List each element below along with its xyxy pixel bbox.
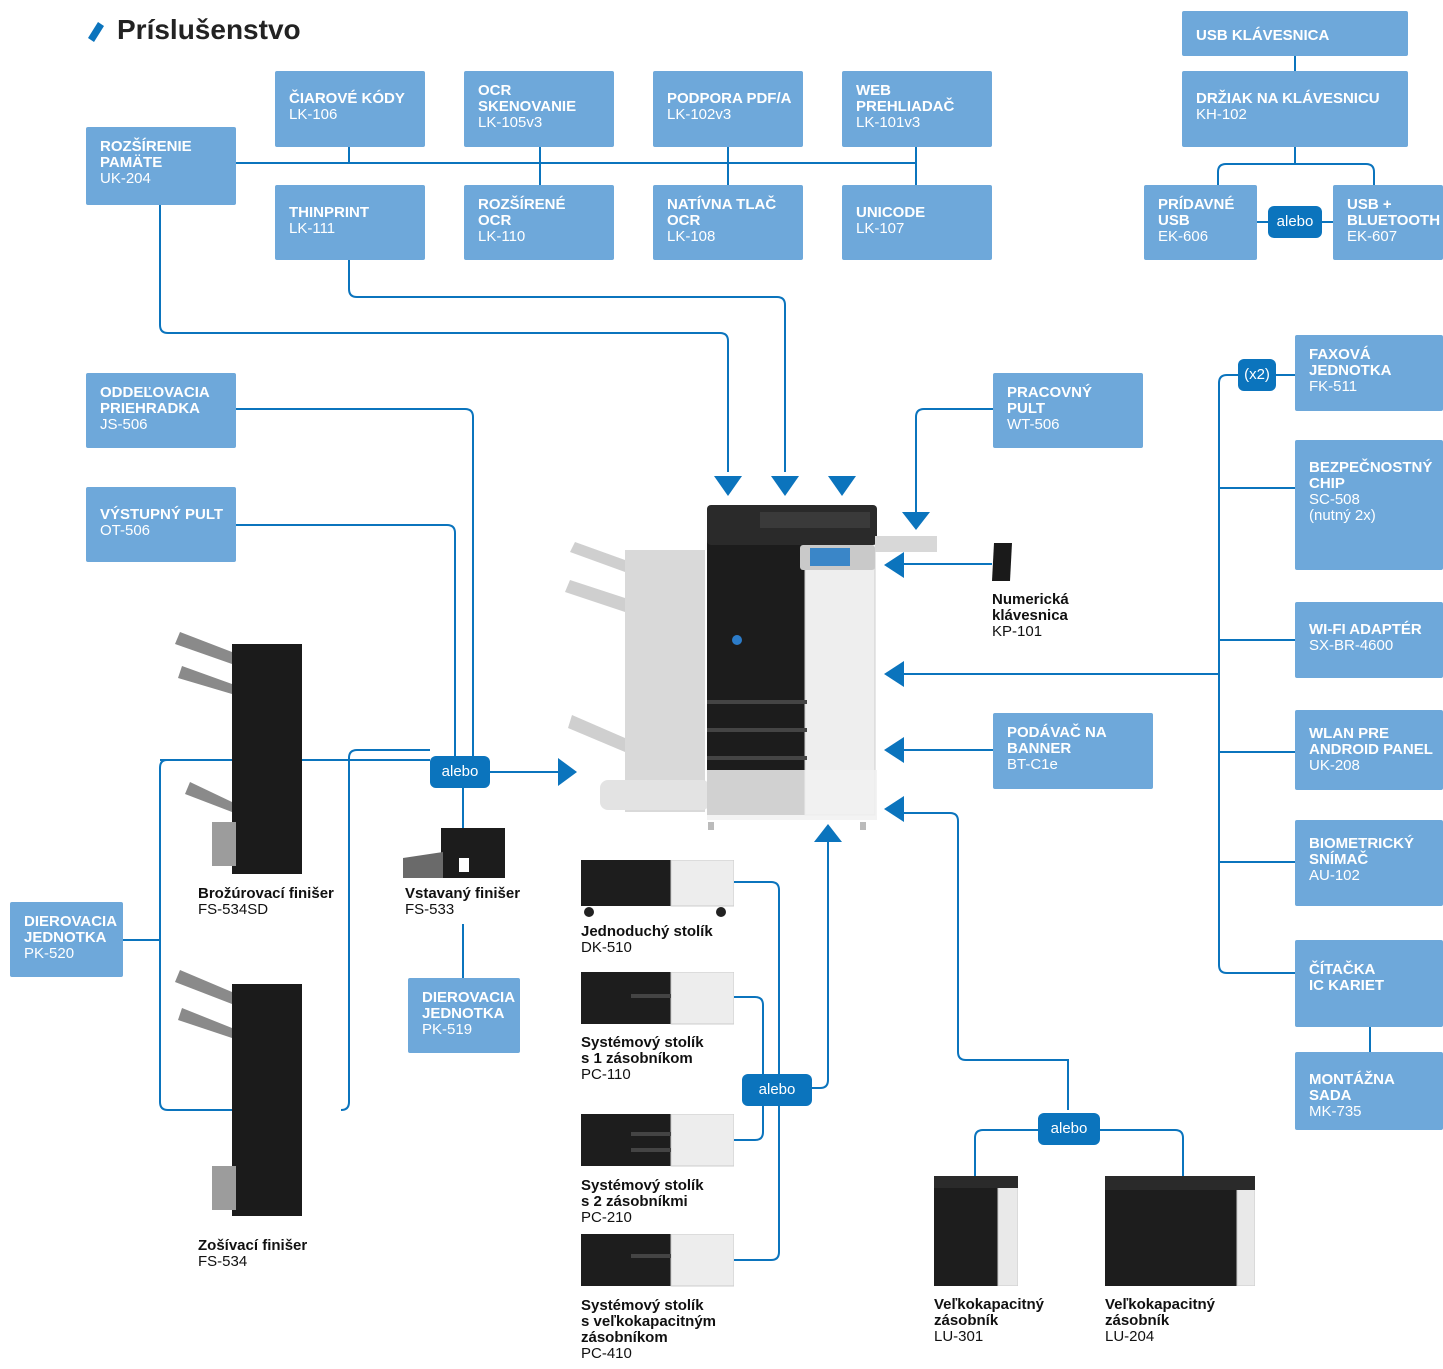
or-badge-tables: alebo xyxy=(742,1074,812,1106)
lu301-image xyxy=(934,1176,1018,1286)
box-ic-card-reader: ČÍTAČKA IC KARIET xyxy=(1295,940,1443,1027)
pc210-image xyxy=(581,1114,734,1167)
or-badge-keyboard: alebo xyxy=(1268,206,1322,238)
or-badge-finisher: alebo xyxy=(430,756,490,788)
or-badge-lct: alebo xyxy=(1038,1113,1100,1145)
dk510-image xyxy=(581,860,734,917)
lu204-image xyxy=(1105,1176,1255,1286)
caption-pc410: Systémový stolík s veľkokapacitným zásob… xyxy=(581,1297,717,1362)
pc110-image xyxy=(581,972,734,1025)
x2-badge: (x2) xyxy=(1238,359,1276,391)
title-mark-icon xyxy=(88,22,104,42)
pc410-image xyxy=(581,1234,734,1287)
numeric-keypad-image xyxy=(992,543,1012,581)
staple-finisher-image xyxy=(175,970,302,1216)
booklet-finisher-image xyxy=(175,632,302,874)
inner-finisher-image xyxy=(403,828,505,878)
box-usb-keyboard: USB KLÁVESNICA xyxy=(1182,11,1408,56)
page-title: Príslušenstvo xyxy=(117,14,301,45)
mfp-image xyxy=(565,505,937,830)
